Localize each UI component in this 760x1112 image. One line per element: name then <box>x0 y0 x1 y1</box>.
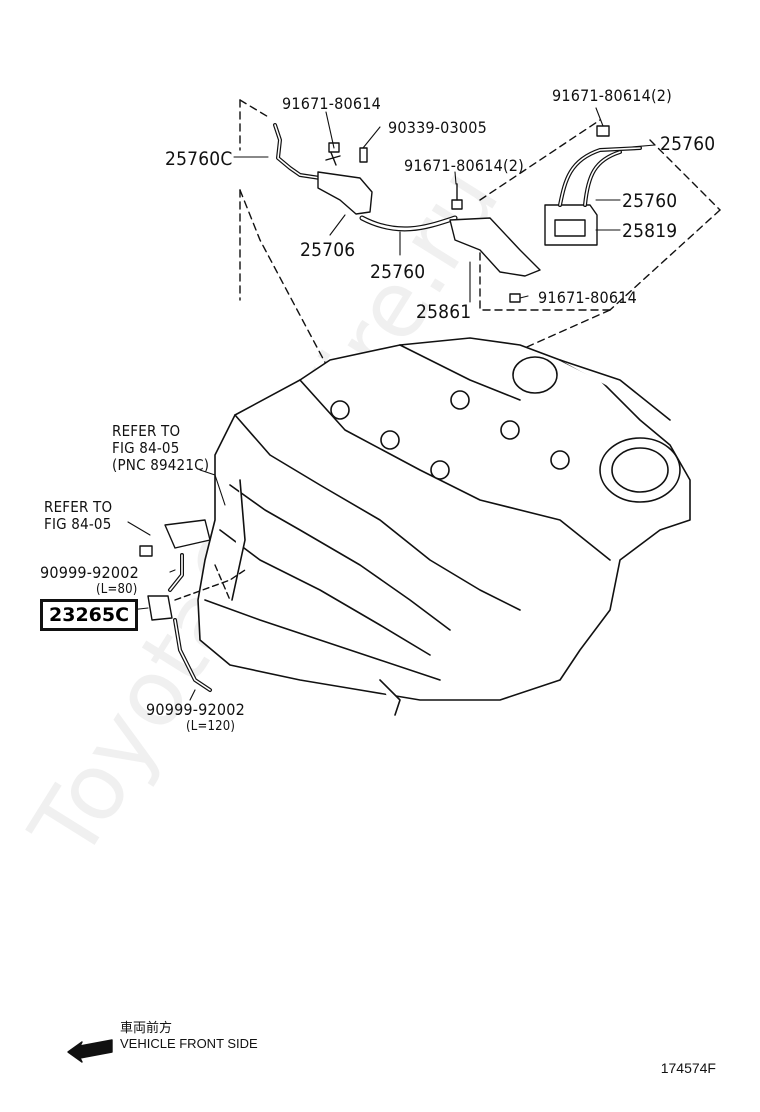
label-part-25861: 25861 <box>416 301 472 323</box>
refer-line-2: FIG 84-05 <box>112 439 180 457</box>
refer-to-label-2: REFER TO FIG 84-05 <box>44 499 112 533</box>
label-part-90999-92002-a: 90999-92002 <box>40 563 139 582</box>
refer-line-1: REFER TO <box>112 422 181 440</box>
figure-number: 174574F <box>660 1060 716 1076</box>
label-part-25760c: 25760C <box>165 148 233 170</box>
front-arrow <box>67 1039 113 1063</box>
engine-block <box>197 337 691 716</box>
label-part-25760-c: 25760 <box>622 190 678 212</box>
highlighted-part-23265c[interactable]: 23265C <box>40 599 139 631</box>
vehicle-front-label: 車両前方 VEHICLE FRONT SIDE <box>120 1020 258 1052</box>
label-part-25706: 25706 <box>300 239 356 261</box>
label-part-25760-a: 25760 <box>370 261 426 283</box>
refer-line-2: FIG 84-05 <box>44 515 112 533</box>
bracket-25706 <box>317 171 373 215</box>
label-part-91671-80614-a: 91671-80614 <box>282 94 381 113</box>
sensor-23265c <box>147 595 173 621</box>
bracket-25861 <box>449 217 541 277</box>
label-part-25819: 25819 <box>622 220 678 242</box>
label-part-25760-b: 25760 <box>660 133 716 155</box>
hose-25760c <box>273 123 322 180</box>
refer-to-label-1: REFER TO FIG 84-05 (PNC 89421C) <box>112 423 209 474</box>
dashed-group-right <box>479 119 721 351</box>
label-part-90999-92002-b: 90999-92002 <box>146 700 245 719</box>
dashed-group-left <box>239 99 346 401</box>
sensor-bracket <box>164 519 211 549</box>
hose-90999-80 <box>168 553 184 592</box>
label-part-90339-03005: 90339-03005 <box>388 118 487 137</box>
label-part-91671-80614-2-a: 91671-80614(2) <box>404 156 524 175</box>
leader-lines <box>127 107 656 701</box>
vehicle-front-en: VEHICLE FRONT SIDE <box>120 1036 258 1051</box>
refer-line-1: REFER TO <box>44 498 113 516</box>
refer-line-3: (PNC 89421C) <box>112 456 210 474</box>
label-length-80: (L=80) <box>96 582 138 597</box>
label-part-91671-80614-b: 91671-80614 <box>538 288 637 307</box>
label-length-120: (L=120) <box>186 719 236 734</box>
vehicle-front-jp: 車両前方 <box>120 1020 173 1035</box>
label-part-91671-80614-2-b: 91671-80614(2) <box>552 86 672 105</box>
